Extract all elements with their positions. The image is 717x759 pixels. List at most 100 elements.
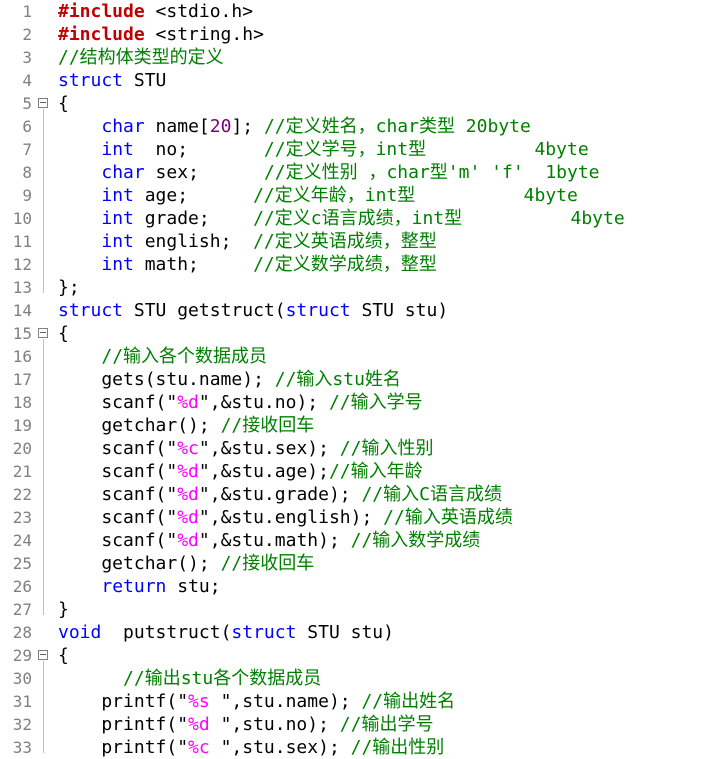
code-token: int bbox=[101, 254, 134, 275]
code-line[interactable]: 20 scanf("%c",&stu.sex); //输入性别 bbox=[0, 437, 717, 460]
fold-collapse-icon[interactable] bbox=[38, 98, 48, 108]
line-number: 32 bbox=[12, 715, 32, 734]
code-token: char bbox=[101, 116, 145, 137]
code-token: scanf(" bbox=[58, 438, 178, 459]
line-number: 24 bbox=[12, 531, 32, 550]
code-line[interactable]: 32 printf("%d ",stu.no); //输出学号 bbox=[0, 713, 717, 736]
code-text: #include <string.h> bbox=[58, 23, 264, 46]
code-token: //定义英语成绩，整型 bbox=[253, 231, 437, 252]
code-token: //结构体类型的定义 bbox=[58, 47, 224, 68]
code-token: //接收回车 bbox=[220, 415, 315, 436]
code-token: ",stu.name); bbox=[209, 691, 362, 712]
code-line[interactable]: 28 void putstruct(struct STU stu) bbox=[0, 621, 717, 644]
code-line[interactable]: 16 //输入各个数据成员 bbox=[0, 345, 717, 368]
line-number: 31 bbox=[12, 692, 32, 711]
line-number: 26 bbox=[12, 577, 32, 596]
code-token: sex; bbox=[144, 162, 264, 183]
code-line[interactable]: 23 scanf("%d",&stu.english); //输入英语成绩 bbox=[0, 506, 717, 529]
code-line[interactable]: 7 int no; //定义学号，int型 4byte bbox=[0, 138, 717, 161]
code-token: //输入年龄 bbox=[328, 461, 423, 482]
code-token: stu; bbox=[166, 576, 221, 597]
code-token bbox=[58, 254, 101, 275]
code-line[interactable]: 26 return stu; bbox=[0, 575, 717, 598]
code-token: %c bbox=[188, 737, 210, 758]
code-token: //输入stu姓名 bbox=[274, 369, 401, 390]
code-line[interactable]: 11 int english; //定义英语成绩，整型 bbox=[0, 230, 717, 253]
code-token: struct bbox=[285, 300, 351, 321]
code-token: return bbox=[101, 576, 167, 597]
code-token: printf(" bbox=[58, 737, 189, 758]
code-token: ",&stu.grade); bbox=[198, 484, 362, 505]
code-token: 20 bbox=[209, 116, 232, 137]
code-token bbox=[58, 668, 123, 689]
code-token bbox=[58, 576, 101, 597]
code-line[interactable]: 33 printf("%c ",stu.sex); //输出性别 bbox=[0, 736, 717, 759]
code-line[interactable]: 29{ bbox=[0, 644, 717, 667]
fold-collapse-icon[interactable] bbox=[38, 328, 48, 338]
code-line[interactable]: 3//结构体类型的定义 bbox=[0, 46, 717, 69]
code-line[interactable]: 18 scanf("%d",&stu.no); //输入学号 bbox=[0, 391, 717, 414]
code-token: age; bbox=[133, 185, 254, 206]
code-text: int age; //定义年龄，int型 4byte bbox=[58, 184, 577, 207]
code-line[interactable]: 10 int grade; //定义c语言成绩，int型 4byte bbox=[0, 207, 717, 230]
code-line[interactable]: 31 printf("%s ",stu.name); //输出姓名 bbox=[0, 690, 717, 713]
code-token: int bbox=[101, 139, 134, 160]
code-line[interactable]: 30 //输出stu各个数据成员 bbox=[0, 667, 717, 690]
code-token: scanf(" bbox=[58, 507, 178, 528]
code-line[interactable]: 22 scanf("%d",&stu.grade); //输入C语言成绩 bbox=[0, 483, 717, 506]
line-number: 5 bbox=[22, 94, 32, 113]
code-line[interactable]: 12 int math; //定义数学成绩，整型 bbox=[0, 253, 717, 276]
code-token: grade; bbox=[133, 208, 254, 229]
code-line[interactable]: 4 struct STU bbox=[0, 69, 717, 92]
code-line[interactable]: 13}; bbox=[0, 276, 717, 299]
line-number: 18 bbox=[12, 393, 32, 412]
code-token: %d bbox=[188, 714, 210, 735]
code-token: }; bbox=[58, 277, 80, 298]
line-number: 2 bbox=[22, 25, 32, 44]
code-text: { bbox=[58, 92, 69, 115]
code-token bbox=[58, 346, 101, 367]
code-token: ]; bbox=[231, 116, 264, 137]
code-line[interactable]: 17 gets(stu.name); //输入stu姓名 bbox=[0, 368, 717, 391]
code-token: %d bbox=[177, 484, 199, 505]
code-line[interactable]: 19 getchar(); //接收回车 bbox=[0, 414, 717, 437]
code-token: //接收回车 bbox=[220, 553, 315, 574]
line-number: 21 bbox=[12, 462, 32, 481]
code-token: //输出性别 bbox=[350, 737, 445, 758]
line-number: 28 bbox=[12, 623, 32, 642]
line-number: 4 bbox=[22, 71, 32, 90]
code-line[interactable]: 1#include <stdio.h> bbox=[0, 0, 717, 23]
code-token: %d bbox=[177, 530, 199, 551]
code-line[interactable]: 15{ bbox=[0, 322, 717, 345]
code-line[interactable]: 2 #include <string.h> bbox=[0, 23, 717, 46]
fold-collapse-icon[interactable] bbox=[38, 650, 48, 660]
code-token: struct bbox=[58, 70, 124, 91]
code-text: } bbox=[58, 598, 69, 621]
code-token: %s bbox=[188, 691, 210, 712]
code-token: scanf(" bbox=[58, 530, 178, 551]
code-text: //结构体类型的定义 bbox=[58, 46, 224, 69]
code-line[interactable]: 5{ bbox=[0, 92, 717, 115]
code-line[interactable]: 8 char sex; //定义性别 ，char型'm' 'f' 1byte bbox=[0, 161, 717, 184]
code-token: <stdio.h> bbox=[144, 1, 254, 22]
line-number: 11 bbox=[12, 232, 32, 251]
code-line[interactable]: 6 char name[20]; //定义姓名，char类型 20byte bbox=[0, 115, 717, 138]
code-text: struct STU getstruct(struct STU stu) bbox=[58, 299, 448, 322]
code-text: struct STU bbox=[58, 69, 166, 92]
code-line[interactable]: 27} bbox=[0, 598, 717, 621]
code-text: void putstruct(struct STU stu) bbox=[58, 621, 394, 644]
code-token: putstruct( bbox=[101, 622, 232, 643]
code-text: scanf("%d",&stu.math); //输入数学成绩 bbox=[58, 529, 480, 552]
code-line[interactable]: 24 scanf("%d",&stu.math); //输入数学成绩 bbox=[0, 529, 717, 552]
code-token: ",&stu.age); bbox=[198, 461, 329, 482]
code-text: printf("%c ",stu.sex); //输出性别 bbox=[58, 736, 444, 759]
code-line[interactable]: 9 int age; //定义年龄，int型 4byte bbox=[0, 184, 717, 207]
code-line[interactable]: 25 getchar(); //接收回车 bbox=[0, 552, 717, 575]
code-line[interactable]: 21 scanf("%d",&stu.age);//输入年龄 bbox=[0, 460, 717, 483]
fold-guide-line bbox=[43, 109, 44, 293]
code-token: scanf(" bbox=[58, 461, 178, 482]
code-token: { bbox=[58, 323, 69, 344]
code-token: ",&stu.sex); bbox=[198, 438, 340, 459]
